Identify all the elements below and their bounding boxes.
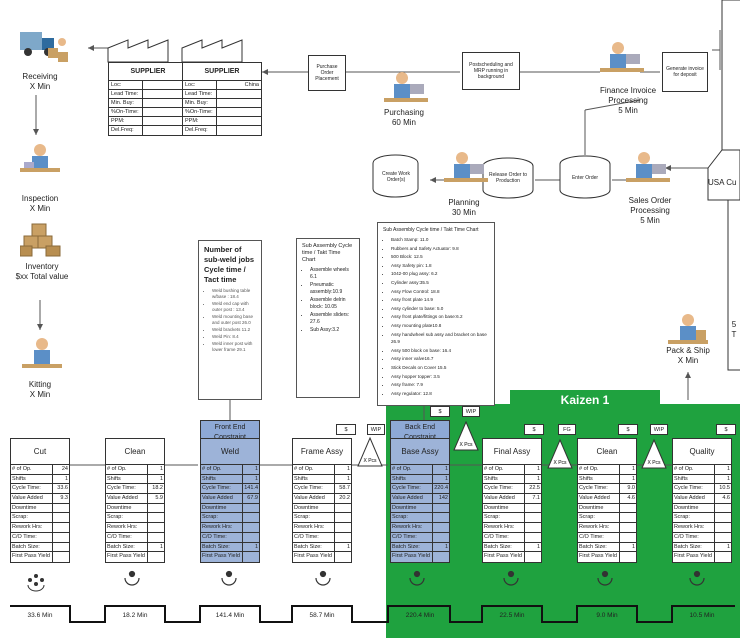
xpcs-label: X Pcs [647, 460, 661, 466]
inventory-label: Inventory$xx Total value [15, 262, 69, 281]
wip-box: WIP [462, 406, 480, 417]
inventory-triangle-icon: X Pcs [547, 438, 573, 469]
enter-order: Enter Order [571, 175, 599, 181]
dollar-box: $ [618, 424, 638, 435]
kaizen-title: Kaizen 1 [510, 390, 660, 410]
mrp-box: Postscheduling and MRP running in backgr… [462, 52, 520, 90]
release-order: Release Order to Production [488, 172, 528, 184]
supplier-2-box: SUPPLIER Loc:China Lead Time: Min. Buy: … [182, 62, 262, 136]
xpcs-label: X Pcs [363, 458, 377, 464]
xpcs-label: X Pcs [553, 460, 567, 466]
dollar-box: $ [716, 424, 736, 435]
dollar-box: $ [524, 424, 544, 435]
timeline-label: 141.4 Min [215, 612, 245, 619]
wip-box: WIP [367, 424, 385, 435]
usa-customer-label: USA Cu [708, 178, 737, 187]
frame-subassy-note: Sub Assembly Cycle time / Takt Time Char… [296, 238, 360, 398]
inspection-worker-icon [20, 144, 60, 172]
operators-cluster-icon [27, 574, 45, 592]
frame-note-title: Sub Assembly Cycle time / Takt Time Char… [302, 243, 353, 263]
station-name: Weld [200, 438, 260, 464]
wip-box: WIP [650, 424, 668, 435]
wip-box: FG [558, 424, 576, 435]
weld-note-title: Number of sub-weld jobs Cycle time / Tac… [204, 245, 255, 284]
kitting-worker-icon [22, 338, 62, 368]
create-work-orders: Create Work Order(s) [382, 171, 410, 183]
station-name: Clean [577, 438, 637, 464]
po-placement-box: Purchase Order Placement [308, 55, 346, 91]
supplier-2-title: SUPPLIER [183, 63, 261, 81]
weld-subjobs-note: Number of sub-weld jobs Cycle time / Tac… [198, 240, 262, 400]
supplier-1-title: SUPPLIER [109, 63, 187, 81]
inventory-triangle-icon: X Pcs [453, 420, 479, 451]
truck-receiving-icon [20, 32, 68, 62]
timeline-label: 9.0 Min [596, 612, 618, 619]
dollar-box: $ [336, 424, 356, 435]
timeline-label: 10.5 Min [689, 612, 715, 619]
invoice-box: Generate invoice for deposit [662, 52, 708, 92]
station-name: Frame Assy [292, 438, 352, 464]
timeline-label: 18.2 Min [122, 612, 148, 619]
inventory-triangle-icon: X Pcs [641, 438, 667, 469]
timeline-label: 22.5 Min [499, 612, 525, 619]
purchasing-worker-icon [384, 72, 428, 102]
sa-note-title: Sub Assembly Cycle time / Takt Time Char… [383, 227, 479, 233]
xpcs-label: X Pcs [459, 442, 473, 448]
inventory-boxes-icon [20, 223, 61, 257]
station-name: Final Assy [482, 438, 542, 464]
sales-worker-icon [626, 152, 670, 182]
planning-worker-icon [444, 152, 488, 182]
station-name: Cut [10, 438, 70, 464]
timeline-label: 58.7 Min [309, 612, 335, 619]
station-name: Base Assy [390, 438, 450, 464]
pack-ship-worker-icon [668, 314, 708, 344]
timeline-label: 220.4 Min [405, 612, 435, 619]
station-name: Quality [672, 438, 732, 464]
dollar-box: $ [430, 406, 450, 417]
finance-worker-icon [600, 42, 644, 72]
base-subassy-note: Sub Assembly Cycle time / Takt Time Char… [377, 222, 495, 406]
supplier-1-box: SUPPLIER Loc: Lead Time: Min. Buy: %On-T… [108, 62, 188, 136]
timeline-label: 33.6 Min [27, 612, 53, 619]
inventory-triangle-icon: X Pcs [357, 436, 383, 467]
station-name: Clean [105, 438, 165, 464]
